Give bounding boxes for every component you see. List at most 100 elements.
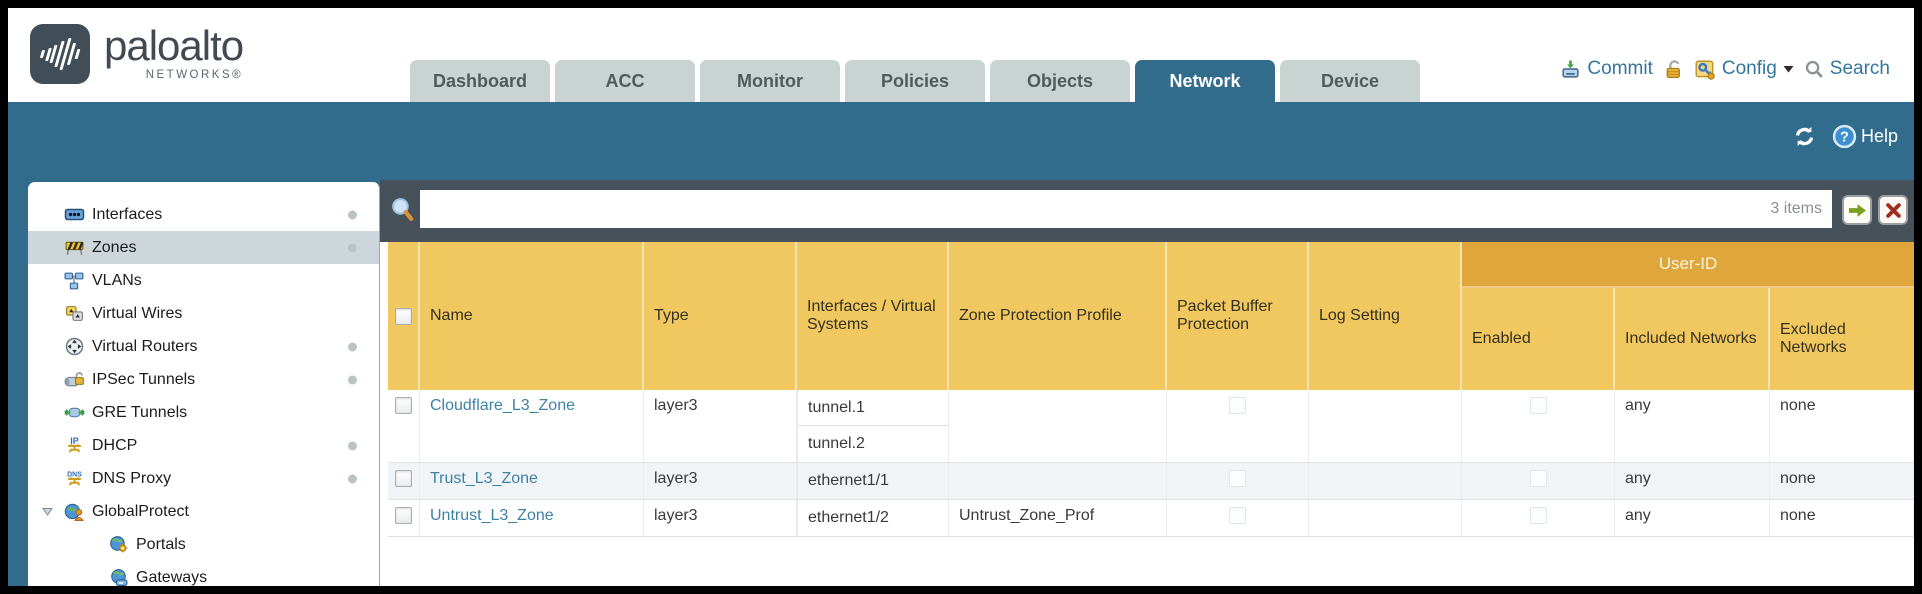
cell-user-id-enabled xyxy=(1462,500,1615,536)
band-actions: ? Help xyxy=(1791,124,1898,149)
cell-type: layer3 xyxy=(644,463,797,499)
cell-name: Trust_L3_Zone xyxy=(420,463,644,499)
cell-type: layer3 xyxy=(644,500,797,536)
ipsec-tunnels-icon xyxy=(62,371,86,388)
cell-log-setting xyxy=(1309,500,1462,536)
tab-objects[interactable]: Objects xyxy=(990,60,1130,102)
sub-header-band: ? Help xyxy=(8,102,1914,180)
sidebar-item-gre-tunnels[interactable]: GRE Tunnels xyxy=(28,396,379,429)
cell-log-setting xyxy=(1309,463,1462,499)
cell-interfaces: tunnel.1 tunnel.2 xyxy=(797,390,949,462)
tab-network[interactable]: Network xyxy=(1135,60,1275,102)
header-actions: Commit Config Search xyxy=(1560,58,1890,80)
chevron-down-icon xyxy=(1783,65,1794,73)
sidebar-item-virtual-routers[interactable]: Virtual Routers xyxy=(28,330,379,363)
cell-interfaces: ethernet1/2 xyxy=(797,500,949,536)
sidebar-item-globalprotect[interactable]: GlobalProtect xyxy=(28,495,379,528)
apply-filter-button[interactable] xyxy=(1844,197,1870,223)
column-header-packet-buffer-protection[interactable]: Packet Buffer Protection xyxy=(1167,242,1309,390)
column-header-zone-protection-profile[interactable]: Zone Protection Profile xyxy=(949,242,1167,390)
sidebar-item-virtual-wires[interactable]: Virtual Wires xyxy=(28,297,379,330)
status-dot xyxy=(348,375,357,384)
sidebar-item-label: Virtual Routers xyxy=(92,337,198,355)
commit-button[interactable]: Commit xyxy=(1560,58,1653,80)
lock-button[interactable] xyxy=(1664,59,1683,80)
cell-user-id-enabled xyxy=(1462,390,1615,462)
virtual-wires-icon xyxy=(62,305,86,322)
row-checkbox[interactable] xyxy=(395,507,412,524)
search-button[interactable]: Search xyxy=(1805,58,1890,80)
sidebar-item-label: Interfaces xyxy=(92,205,163,223)
dhcp-icon: IP xyxy=(62,436,86,455)
sidebar-item-ipsec-tunnels[interactable]: IPSec Tunnels xyxy=(28,363,379,396)
select-all-checkbox[interactable] xyxy=(394,307,412,325)
cell-excluded-networks: none xyxy=(1770,500,1914,536)
status-dot xyxy=(348,210,357,219)
sidebar-item-label: DHCP xyxy=(92,436,138,454)
zone-name-link[interactable]: Cloudflare_L3_Zone xyxy=(430,397,575,414)
brand-subtitle: NETWORKS® xyxy=(145,69,244,82)
tab-monitor[interactable]: Monitor xyxy=(700,60,840,102)
lock-icon xyxy=(1664,59,1683,80)
vlans-icon xyxy=(62,272,86,290)
sidebar-item-label: GlobalProtect xyxy=(92,502,189,520)
zone-name-link[interactable]: Trust_L3_Zone xyxy=(430,470,538,487)
column-header-log-setting[interactable]: Log Setting xyxy=(1309,242,1462,390)
paloalto-logo: paloalto NETWORKS® xyxy=(30,23,244,84)
cell-packet-buffer-protection xyxy=(1167,500,1309,536)
column-header-interfaces-virtual-systems[interactable]: Interfaces / Virtual Systems xyxy=(797,242,949,390)
column-header-included-networks[interactable]: Included Networks xyxy=(1615,288,1770,390)
sidebar-item-gateways[interactable]: Gateways xyxy=(28,561,379,586)
user-id-enabled-checkbox xyxy=(1529,470,1547,487)
select-all-header-cell xyxy=(388,242,420,390)
refresh-button[interactable] xyxy=(1791,124,1818,149)
cell-packet-buffer-protection xyxy=(1167,390,1309,462)
interface-entry: ethernet1/2 xyxy=(808,509,889,526)
column-header-type[interactable]: Type xyxy=(644,242,797,390)
sidebar-item-portals[interactable]: Portals xyxy=(28,528,379,561)
interface-entry: tunnel.2 xyxy=(808,435,865,452)
column-header-enabled[interactable]: Enabled xyxy=(1462,288,1615,390)
tab-acc[interactable]: ACC xyxy=(555,60,695,102)
zone-name-link[interactable]: Untrust_L3_Zone xyxy=(430,507,554,524)
clear-filter-button[interactable] xyxy=(1880,197,1906,223)
sidebar-item-dns-proxy[interactable]: DNS DNS Proxy xyxy=(28,462,379,495)
status-dot xyxy=(348,441,357,450)
cell-included-networks: any xyxy=(1615,390,1770,462)
row-checkbox[interactable] xyxy=(395,397,412,414)
interface-entry: ethernet1/1 xyxy=(808,472,889,489)
help-button[interactable]: ? Help xyxy=(1832,124,1898,149)
interface-entry: tunnel.1 xyxy=(798,390,948,426)
tab-policies[interactable]: Policies xyxy=(845,60,985,102)
user-id-enabled-checkbox xyxy=(1529,397,1547,414)
cell-included-networks: any xyxy=(1615,463,1770,499)
svg-text:DNS: DNS xyxy=(67,471,82,478)
sidebar-item-label: DNS Proxy xyxy=(92,469,172,487)
sidebar-item-vlans[interactable]: VLANs xyxy=(28,264,379,297)
config-button[interactable]: Config xyxy=(1694,58,1794,80)
filter-input[interactable]: 3 items xyxy=(420,190,1832,228)
virtual-routers-icon xyxy=(62,337,86,356)
sidebar-item-dhcp[interactable]: IP DHCP xyxy=(28,429,379,462)
cell-zone-protection-profile xyxy=(949,390,1167,462)
cell-name: Untrust_L3_Zone xyxy=(420,500,644,536)
sidebar-item-label: GRE Tunnels xyxy=(92,403,188,421)
row-checkbox[interactable] xyxy=(395,470,412,487)
sidebar-item-interfaces[interactable]: Interfaces xyxy=(28,198,379,231)
column-header-excluded-networks[interactable]: Excluded Networks xyxy=(1780,321,1847,356)
tab-device[interactable]: Device xyxy=(1280,60,1420,102)
cell-packet-buffer-protection xyxy=(1167,463,1309,499)
column-header-name[interactable]: Name xyxy=(420,242,644,390)
expander-down-icon[interactable] xyxy=(42,507,62,516)
sidebar-item-zones[interactable]: Zones xyxy=(28,231,379,264)
sidebar-item-label: Virtual Wires xyxy=(92,304,183,322)
tab-dashboard[interactable]: Dashboard xyxy=(410,60,550,102)
